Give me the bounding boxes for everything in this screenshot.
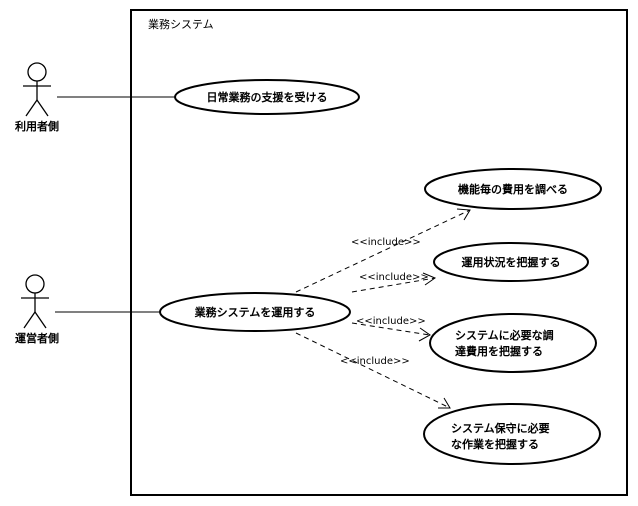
actor-operator-label: 運営者側 (15, 331, 59, 345)
use-case[interactable]: 機能毎の費用を調べる (424, 168, 602, 210)
use-case-label: システム保守に必要 (451, 421, 550, 435)
arrowhead-icon (418, 327, 431, 342)
use-case-label: 日常業務の支援を受ける (207, 90, 328, 104)
use-case-label: 運用状況を把握する (462, 255, 561, 269)
use-case[interactable]: 業務システムを運用する (159, 292, 351, 332)
use-case-label: 業務システムを運用する (194, 305, 316, 319)
include-label: <<include>> (340, 356, 410, 367)
include-label: <<include>> (351, 237, 421, 248)
system-boundary (130, 9, 628, 496)
use-case-label: 機能毎の費用を調べる (458, 182, 568, 196)
include-line (295, 332, 451, 409)
actor-operator (21, 274, 49, 329)
arrowhead-icon (438, 397, 451, 409)
include-line (351, 322, 431, 336)
use-case[interactable]: システムに必要な調 達費用を把握する (429, 313, 597, 373)
use-case[interactable]: 日常業務の支援を受ける (174, 79, 360, 115)
arrowhead-icon (422, 272, 437, 286)
use-case[interactable]: システム保守に必要 な作業を把握する (423, 403, 601, 465)
arrowhead-icon (456, 208, 471, 221)
actor-user (23, 62, 51, 117)
use-case-label: 達費用を把握する (455, 344, 543, 358)
use-case-label: な作業を把握する (451, 437, 539, 451)
actor-user-label: 利用者側 (15, 119, 59, 133)
use-case-label: システムに必要な調 (455, 328, 554, 342)
system-title: 業務システム (148, 17, 214, 31)
use-case[interactable]: 運用状況を把握する (433, 242, 589, 282)
include-label: <<include>> (359, 272, 429, 283)
include-label: <<include>> (356, 316, 426, 327)
